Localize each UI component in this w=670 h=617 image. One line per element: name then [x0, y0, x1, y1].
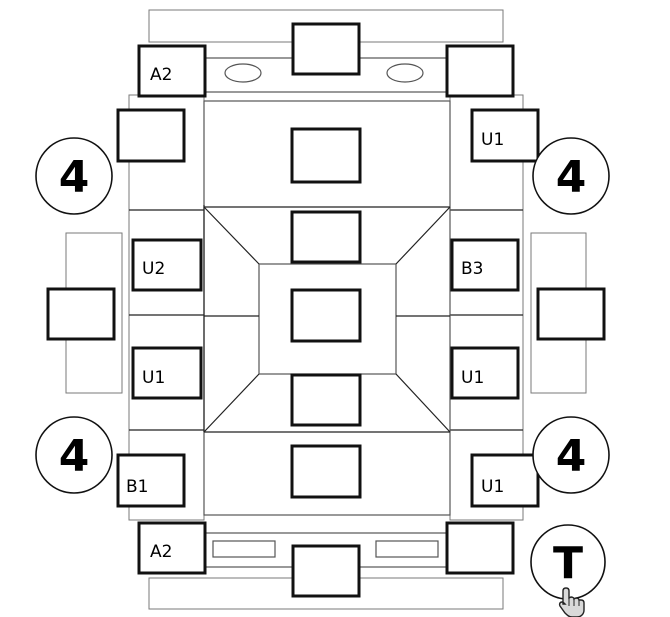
- badge-bottom-right: [532, 416, 610, 494]
- right-mid-upper-slot[interactable]: [450, 238, 520, 292]
- bottom-right-strip: [375, 540, 439, 558]
- right-column: [449, 94, 524, 521]
- top-center-slot[interactable]: [291, 22, 361, 76]
- far-left-slot[interactable]: [46, 287, 116, 341]
- left-top-slot[interactable]: [116, 108, 186, 163]
- center-slot-1[interactable]: [290, 127, 362, 184]
- center-slot-2[interactable]: [290, 210, 362, 264]
- right-bottom-slot-label: U1: [481, 477, 504, 497]
- far-right-slot[interactable]: [536, 287, 606, 341]
- badge-bottom-right-text: 4: [556, 431, 587, 482]
- badge-top-right-text: 4: [556, 152, 587, 203]
- center-slot-3[interactable]: [290, 288, 362, 343]
- badge-top-right: [532, 137, 610, 215]
- left-mid-upper-slot[interactable]: [131, 238, 203, 292]
- left-bottom-slot-label: B1: [126, 477, 148, 497]
- right-top-slot-label: U1: [481, 130, 504, 150]
- center-slot-4[interactable]: [290, 373, 362, 427]
- left-mid-lower-slot-label: U1: [142, 368, 165, 388]
- right-mid-upper-slot-label: B3: [461, 259, 483, 279]
- right-top-slot[interactable]: [470, 108, 540, 163]
- top-left-slot-label: A2: [150, 65, 172, 85]
- badge-top-left: [35, 137, 113, 215]
- left-mid-lower-slot[interactable]: [131, 346, 203, 400]
- badge-top-left-text: 4: [59, 152, 90, 203]
- left-column: [128, 94, 205, 521]
- left-bottom-slot[interactable]: [116, 453, 186, 508]
- top-left-slot[interactable]: [137, 44, 207, 98]
- bottom-left-strip: [212, 540, 276, 558]
- corner-button-text: T: [553, 538, 583, 589]
- center-slot-5[interactable]: [290, 444, 362, 499]
- right-oval: [386, 63, 424, 83]
- bottom-left-slot-label: A2: [150, 542, 172, 562]
- badge-bottom-left: [35, 416, 113, 494]
- badge-bottom-left-text: 4: [59, 431, 90, 482]
- right-bottom-slot[interactable]: [470, 453, 540, 508]
- left-mid-upper-slot-label: U2: [142, 259, 165, 279]
- bottom-left-slot[interactable]: [137, 521, 207, 575]
- left-oval: [224, 63, 262, 83]
- top-right-slot[interactable]: [445, 44, 515, 98]
- bottom-center-slot[interactable]: [291, 544, 361, 598]
- right-mid-lower-slot[interactable]: [450, 346, 520, 400]
- right-mid-lower-slot-label: U1: [461, 368, 484, 388]
- hand-pointer-icon: [558, 587, 585, 617]
- bottom-right-slot[interactable]: [445, 521, 515, 575]
